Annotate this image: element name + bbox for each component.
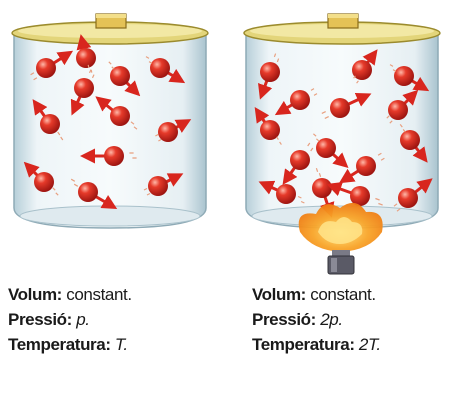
- caption-right-pressure: Pressió: 2p.: [252, 307, 452, 332]
- gas-molecule-left-4: [40, 114, 60, 134]
- gas-molecule-right-0: [260, 62, 280, 82]
- gas-molecule-right-10: [276, 184, 296, 204]
- caption-left-temperature: Temperatura: T.: [8, 332, 208, 357]
- gas-molecule-left-10: [148, 176, 168, 196]
- jar-left: [12, 14, 208, 228]
- gas-molecule-left-1: [74, 78, 94, 98]
- gas-molecule-right-14: [290, 150, 310, 170]
- jars-illustration: [0, 0, 453, 285]
- captions: Volum: constant. Pressió: p. Temperatura…: [0, 282, 453, 392]
- gas-molecule-left-7: [104, 146, 124, 166]
- caption-right: Volum: constant. Pressió: 2p. Temperatur…: [252, 282, 452, 357]
- caption-right-volume: Volum: constant.: [252, 282, 452, 307]
- gas-molecule-left-2: [110, 66, 130, 86]
- gas-molecule-left-6: [158, 122, 178, 142]
- gas-molecule-right-8: [400, 130, 420, 150]
- gas-molecule-left-0: [36, 58, 56, 78]
- gas-molecule-right-9: [356, 156, 376, 176]
- gas-molecule-right-4: [330, 98, 350, 118]
- gas-molecule-right-3: [394, 66, 414, 86]
- gas-molecule-left-9: [78, 182, 98, 202]
- jar-right: [244, 14, 440, 274]
- gas-molecule-left-5: [110, 106, 130, 126]
- gas-molecule-right-11: [312, 178, 332, 198]
- gas-molecule-right-5: [388, 100, 408, 120]
- caption-left-pressure: Pressió: p.: [8, 307, 208, 332]
- caption-left: Volum: constant. Pressió: p. Temperatura…: [8, 282, 208, 357]
- gas-molecule-left-3: [150, 58, 170, 78]
- gas-molecule-right-1: [290, 90, 310, 110]
- gas-molecule-left-11: [76, 48, 96, 68]
- gas-molecule-left-8: [34, 172, 54, 192]
- caption-right-temperature: Temperatura: 2T.: [252, 332, 452, 357]
- gas-molecule-right-13: [398, 188, 418, 208]
- burner: [328, 250, 354, 274]
- caption-left-volume: Volum: constant.: [8, 282, 208, 307]
